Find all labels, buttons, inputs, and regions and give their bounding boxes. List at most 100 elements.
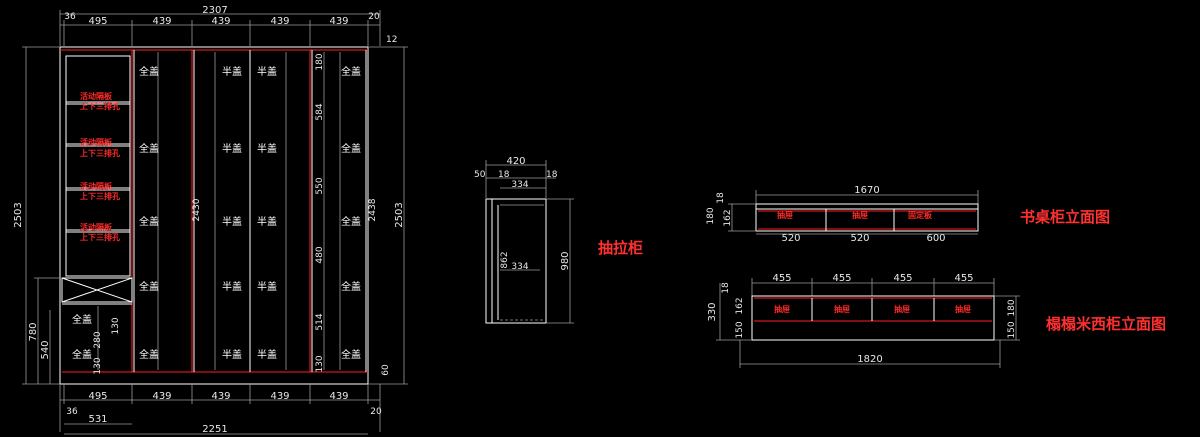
dim-top-right-small: 12 bbox=[386, 35, 397, 45]
dim-tatami-right-2: 150 bbox=[1007, 321, 1017, 338]
desk-drawer-label-3: 固定板 bbox=[908, 210, 933, 220]
tatami-drawer-label-4: 抽屉 bbox=[955, 304, 971, 314]
desk-cabinet: 1670 抽屉 抽屉 固定板 520 520 600 18 180 162 书桌… bbox=[706, 185, 1110, 244]
dim-top-right-end: 20 bbox=[368, 12, 380, 22]
label-quan-gai-c1-4: 全盖 bbox=[139, 280, 159, 293]
dim-bottom-sub: 531 bbox=[88, 414, 107, 425]
dim-drawer-334-top: 334 bbox=[511, 180, 528, 190]
drawer-cabinet: 420 50 18 18 334 334 862 980 抽拉柜 bbox=[474, 156, 643, 324]
dim-left-height: 2503 bbox=[13, 202, 24, 227]
dim-right-col-3: 550 bbox=[315, 177, 325, 194]
dim-right-col-1: 180 bbox=[315, 53, 325, 70]
label-ban-gai-l2: 半盖 bbox=[222, 142, 242, 155]
dim-desk-bottom-1: 520 bbox=[781, 233, 800, 244]
label-quan-gai-low-1: 全盖 bbox=[72, 313, 92, 326]
label-quan-gai-c5-1: 全盖 bbox=[341, 65, 361, 78]
dim-lower-inner-3: 130 bbox=[93, 357, 103, 374]
shelf-note-3a: 活动隔板 bbox=[80, 181, 113, 191]
dim-bottom-seg-5: 439 bbox=[329, 391, 348, 402]
dim-tatami-top-2: 455 bbox=[832, 273, 851, 284]
dim-right-height: 2503 bbox=[394, 202, 405, 227]
label-quan-gai-c1-1: 全盖 bbox=[139, 65, 159, 78]
dim-desk-height-3: 162 bbox=[723, 209, 733, 226]
label-ban-gai-l1: 半盖 bbox=[222, 65, 242, 78]
dim-lower-left-1: 780 bbox=[28, 322, 39, 341]
dim-top-seg-4: 439 bbox=[270, 16, 289, 27]
label-quan-gai-c5-5: 全盖 bbox=[341, 348, 361, 361]
dim-tatami-total: 1820 bbox=[857, 354, 882, 365]
desk-cabinet-title: 书桌柜立面图 bbox=[1020, 208, 1110, 226]
label-ban-gai-r1: 半盖 bbox=[257, 65, 277, 78]
dim-bottom-left-end: 36 bbox=[66, 407, 78, 417]
label-ban-gai-r2: 半盖 bbox=[257, 142, 277, 155]
dim-top-seg-3: 439 bbox=[211, 16, 230, 27]
tatami-cabinet: 455 455 455 455 抽屉 抽屉 抽屉 抽屉 18 330 162 1… bbox=[707, 273, 1166, 368]
dim-tatami-top-3: 455 bbox=[893, 273, 912, 284]
label-ban-gai-l4: 半盖 bbox=[222, 280, 242, 293]
dim-tatami-top-4: 455 bbox=[954, 273, 973, 284]
dim-tatami-right-1: 180 bbox=[1007, 299, 1017, 316]
dim-desk-bottom-2: 520 bbox=[850, 233, 869, 244]
shelf-note-2a: 活动隔板 bbox=[80, 137, 113, 147]
shelf-note-3b: 上下三排孔 bbox=[80, 191, 120, 201]
dim-drawer-18b: 18 bbox=[546, 170, 558, 180]
shelf-note-1b: 上下三排孔 bbox=[80, 101, 120, 111]
dim-bottom-seg-3: 439 bbox=[211, 391, 230, 402]
dim-right-col-6: 130 bbox=[315, 355, 325, 372]
label-quan-gai-c1-5: 全盖 bbox=[139, 348, 159, 361]
dim-lower-inner-2: 280 bbox=[93, 331, 103, 348]
drawer-cabinet-title: 抽拉柜 bbox=[598, 239, 643, 257]
tatami-drawer-label-3: 抽屉 bbox=[894, 304, 910, 314]
label-ban-gai-r5: 半盖 bbox=[257, 348, 277, 361]
dim-bottom-seg-1: 495 bbox=[88, 391, 107, 402]
dim-drawer-50: 50 bbox=[474, 170, 486, 180]
dim-lower-inner-1: 130 bbox=[111, 317, 121, 334]
label-quan-gai-c1-3: 全盖 bbox=[139, 215, 159, 228]
tatami-drawer-label-1: 抽屉 bbox=[774, 304, 790, 314]
dim-bottom-seg-4: 439 bbox=[270, 391, 289, 402]
dim-right-col-5: 514 bbox=[315, 313, 325, 330]
dim-drawer-inner-vertical: 862 bbox=[500, 251, 510, 268]
dim-top-seg-2: 439 bbox=[152, 16, 171, 27]
dim-top-seg-5: 439 bbox=[329, 16, 348, 27]
dim-top-total: 2307 bbox=[202, 5, 227, 16]
shelf-note-4b: 上下三排孔 bbox=[80, 232, 120, 242]
dim-top-left-end: 36 bbox=[64, 12, 76, 22]
desk-drawer-label-2: 抽屉 bbox=[852, 210, 868, 220]
dim-desk-bottom-3: 600 bbox=[926, 233, 945, 244]
label-quan-gai-c5-2: 全盖 bbox=[341, 142, 361, 155]
label-ban-gai-l5: 半盖 bbox=[222, 348, 242, 361]
dim-drawer-width-total: 420 bbox=[506, 156, 525, 167]
dim-right-col-2: 584 bbox=[315, 103, 325, 120]
dim-drawer-height: 980 bbox=[560, 251, 571, 270]
dim-bottom-seg-2: 439 bbox=[152, 391, 171, 402]
label-ban-gai-r3: 半盖 bbox=[257, 215, 277, 228]
label-ban-gai-l3: 半盖 bbox=[222, 215, 242, 228]
dim-drawer-18a: 18 bbox=[498, 170, 510, 180]
dim-right-col-4: 480 bbox=[315, 246, 325, 263]
dim-desk-height-2: 180 bbox=[706, 207, 716, 224]
dim-inner-height-a: 2430 bbox=[192, 198, 202, 221]
tatami-cabinet-title: 榻榻米西柜立面图 bbox=[1046, 315, 1166, 333]
dim-desk-total: 1670 bbox=[854, 185, 879, 196]
shelf-note-4a: 活动隔板 bbox=[80, 222, 113, 232]
desk-drawer-label-1: 抽屉 bbox=[777, 210, 793, 220]
dim-drawer-334-mid: 334 bbox=[511, 262, 528, 272]
tatami-drawer-label-2: 抽屉 bbox=[834, 304, 850, 314]
shelf-note-1a: 活动隔板 bbox=[80, 91, 113, 101]
dim-bottom-total: 2251 bbox=[202, 424, 227, 435]
dim-bottom-right-small: 60 bbox=[381, 364, 391, 376]
dim-tatami-top-1: 455 bbox=[772, 273, 791, 284]
dim-tatami-height-4: 150 bbox=[735, 321, 745, 338]
dim-tatami-height-1: 18 bbox=[721, 282, 731, 294]
label-quan-gai-low-2: 全盖 bbox=[72, 348, 92, 361]
dim-lower-left-2: 540 bbox=[40, 340, 51, 359]
label-quan-gai-c1-2: 全盖 bbox=[139, 142, 159, 155]
dim-tatami-height-3: 162 bbox=[735, 297, 745, 314]
dim-bottom-right-end: 20 bbox=[370, 407, 382, 417]
shelf-note-2b: 上下三排孔 bbox=[80, 148, 120, 158]
main-elevation: 2307 36 20 495 439 439 439 439 12 bbox=[13, 5, 408, 435]
dim-tatami-height-2: 330 bbox=[707, 302, 718, 321]
dim-desk-height-1: 18 bbox=[716, 192, 726, 204]
